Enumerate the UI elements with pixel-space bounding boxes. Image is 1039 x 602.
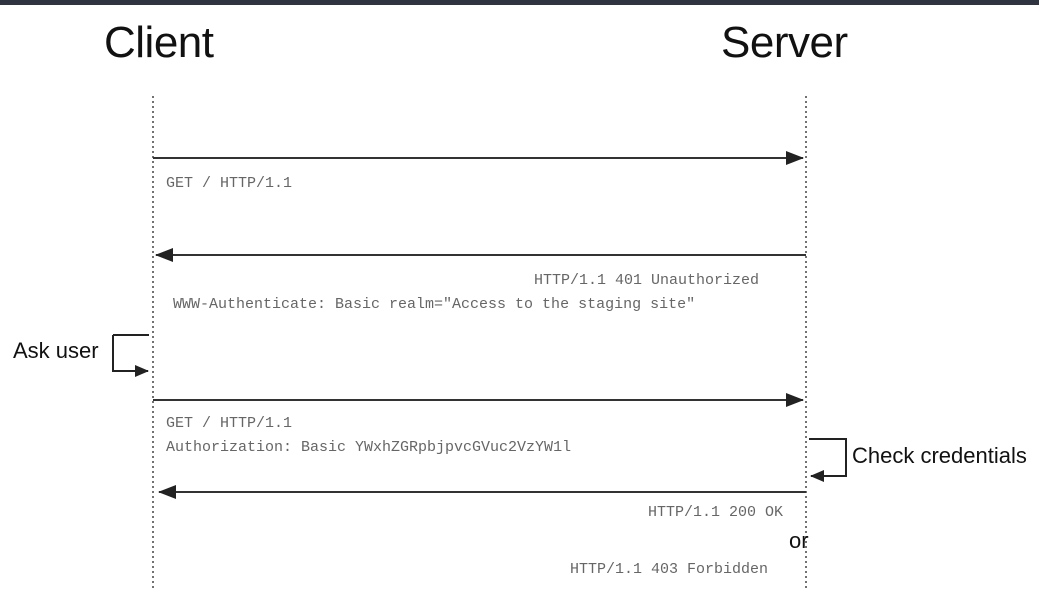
message-4-line-1: HTTP/1.1 200 OK: [648, 504, 784, 521]
message-4-or: or: [789, 528, 809, 553]
message-2-line-2: WWW-Authenticate: Basic realm="Access to…: [173, 296, 696, 313]
check-credentials-note: Check credentials: [852, 443, 1027, 468]
message-4-line-2: HTTP/1.1 403 Forbidden: [570, 561, 769, 578]
check-credentials-loop: [809, 438, 847, 482]
ask-user-note: Ask user: [13, 338, 99, 363]
server-label: Server: [721, 18, 848, 67]
message-1-line-1: GET / HTTP/1.1: [166, 175, 293, 192]
ask-user-loop-body: [112, 335, 149, 377]
top-border: [0, 0, 1039, 5]
message-2-line-1: HTTP/1.1 401 Unauthorized: [534, 272, 760, 289]
message-3-line-2: Authorization: Basic YWxhZGRpbjpvcGVuc2V…: [166, 439, 572, 456]
client-label: Client: [104, 18, 214, 67]
message-3-line-1: GET / HTTP/1.1: [166, 415, 293, 432]
